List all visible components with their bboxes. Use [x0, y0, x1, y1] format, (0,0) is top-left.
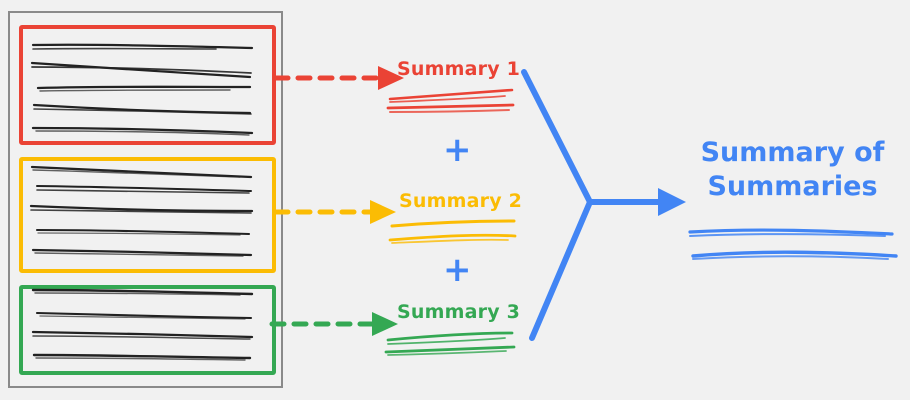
arrow-chunk-1 — [273, 66, 404, 90]
final-summary-title-line-1: Summary of — [700, 137, 885, 168]
arrow-chunk-3 — [269, 312, 398, 336]
summary-1-label[interactable]: Summary 1 — [397, 58, 521, 80]
merge-arrowhead — [658, 188, 686, 216]
summary-3-scribbles — [384, 331, 516, 356]
document-chunk-2[interactable] — [19, 157, 276, 273]
arrow-chunk-2 — [273, 200, 396, 224]
plus-operator-1: + — [443, 130, 472, 170]
document-chunk-1[interactable] — [19, 25, 276, 145]
final-output-scribbles — [688, 228, 898, 260]
source-documents-container — [8, 11, 283, 388]
final-summary-title-line-2: Summaries — [707, 170, 878, 202]
document-chunk-3[interactable] — [19, 285, 276, 375]
plus-operator-2: + — [443, 250, 472, 290]
chunk-2-text-lines — [29, 165, 254, 257]
merge-fork — [521, 69, 661, 341]
chunk-3-text-lines — [31, 288, 254, 361]
summary-2-scribbles — [388, 219, 517, 244]
summary-2-label[interactable]: Summary 2 — [399, 190, 523, 212]
summary-3-label[interactable]: Summary 3 — [397, 301, 521, 323]
final-summary-title: Summary of Summaries — [690, 136, 895, 204]
summary-1-scribbles — [386, 88, 515, 113]
chunk-1-text-lines — [30, 43, 254, 136]
